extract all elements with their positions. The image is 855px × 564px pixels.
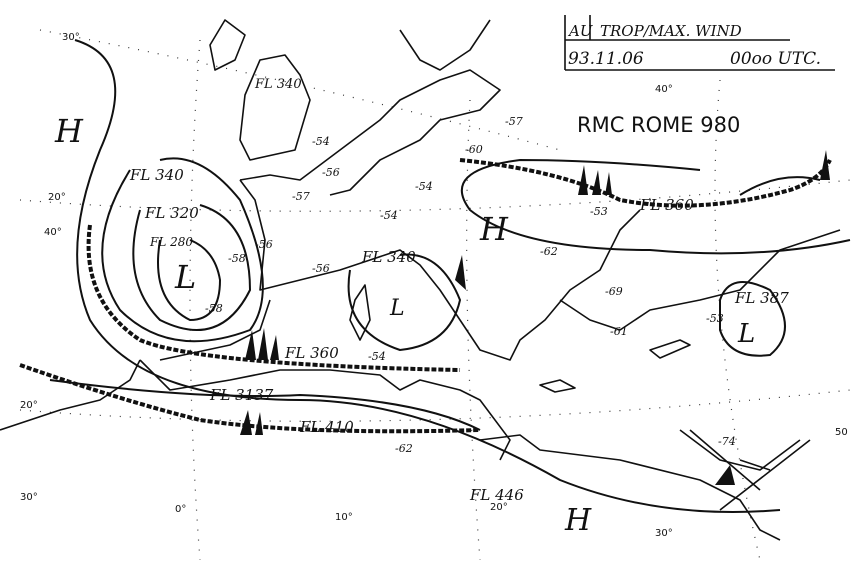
chart-date: 93.11.06 — [568, 49, 644, 69]
temp-label: -62 — [395, 442, 413, 455]
coord-label: 20° — [490, 502, 508, 513]
temp-label: -56 — [322, 166, 340, 179]
temp-label: -58 — [205, 302, 223, 315]
temp-label: -58 — [228, 252, 246, 265]
temp-label: -53 — [590, 205, 608, 218]
temp-label: -60 — [465, 143, 483, 156]
fl-label: FL 3137 — [209, 386, 274, 404]
temp-label: -61 — [610, 325, 628, 338]
station-label: RMC ROME 980 — [577, 113, 740, 137]
low-pressure-label: L — [174, 258, 196, 296]
temp-label: -69 — [605, 285, 623, 298]
temp-label: -54 — [368, 350, 386, 363]
isolines — [49, 39, 851, 513]
wind-symbol-southeast — [689, 429, 811, 511]
flight-level-labels: FL 340 FL 320 FL 280 FL 360 FL 3137 FL 4… — [129, 77, 789, 504]
fl-label: FL 340 — [129, 166, 184, 184]
coord-label: 30° — [20, 492, 38, 503]
fl-label: FL 387 — [734, 289, 789, 307]
coord-label: 30° — [62, 32, 80, 43]
fl-label: FL 320 — [144, 204, 199, 222]
fl-label: FL 446 — [469, 486, 524, 504]
coastlines — [0, 19, 841, 541]
fl-label: FL 280 — [149, 235, 193, 249]
coord-label: 0° — [175, 504, 186, 515]
fl-label: FL 340 — [361, 248, 416, 266]
coord-label: 20° — [20, 400, 38, 411]
coord-label: 10° — [335, 512, 353, 523]
jet-streams — [19, 158, 832, 434]
low-pressure-label: L — [389, 296, 405, 321]
pressure-centres: H L H L H L — [54, 112, 755, 538]
high-pressure-label: H — [479, 210, 509, 248]
coord-label: 40° — [655, 84, 673, 95]
temp-label: -57 — [505, 115, 523, 128]
coord-label: 20° — [48, 192, 66, 203]
low-pressure-label: L — [737, 319, 755, 349]
chart-header: AU TROP/MAX. WIND 93.11.06 00oo UTC. RMC… — [564, 15, 835, 137]
high-pressure-label: H — [54, 112, 84, 150]
fl-label: FL 340 — [254, 77, 302, 92]
region-label: AU — [567, 22, 594, 40]
graticule-labels: 30° 20° 40° 20° 30° 0° 10° 20° 30° 40° 5… — [20, 32, 848, 539]
high-pressure-label: H — [564, 503, 592, 538]
temp-label: -57 — [292, 190, 310, 203]
temp-label: -53 — [706, 312, 724, 325]
temp-label: -56 — [255, 238, 273, 251]
fl-label: FL 410 — [299, 418, 354, 436]
temp-label: -56 — [312, 262, 330, 275]
wind-speed-label: 50 — [835, 427, 848, 438]
temp-label: -62 — [540, 245, 558, 258]
fl-label: FL 360 — [639, 196, 694, 214]
coord-label: 40° — [44, 227, 62, 238]
coord-label: 30° — [655, 528, 673, 539]
fl-label: FL 360 — [284, 344, 339, 362]
temp-label: -54 — [312, 135, 330, 148]
chart-title: TROP/MAX. WIND — [600, 22, 742, 40]
temperature-labels: -54 -56 -54 -57 -54 -56 -58 -58 -56 -60 … — [205, 115, 736, 455]
temp-label: -74 — [718, 435, 736, 448]
temp-label: -54 — [380, 209, 398, 222]
chart-time: 00oo UTC. — [730, 49, 821, 69]
wind-barbs — [240, 150, 830, 485]
temp-label: -54 — [415, 180, 433, 193]
